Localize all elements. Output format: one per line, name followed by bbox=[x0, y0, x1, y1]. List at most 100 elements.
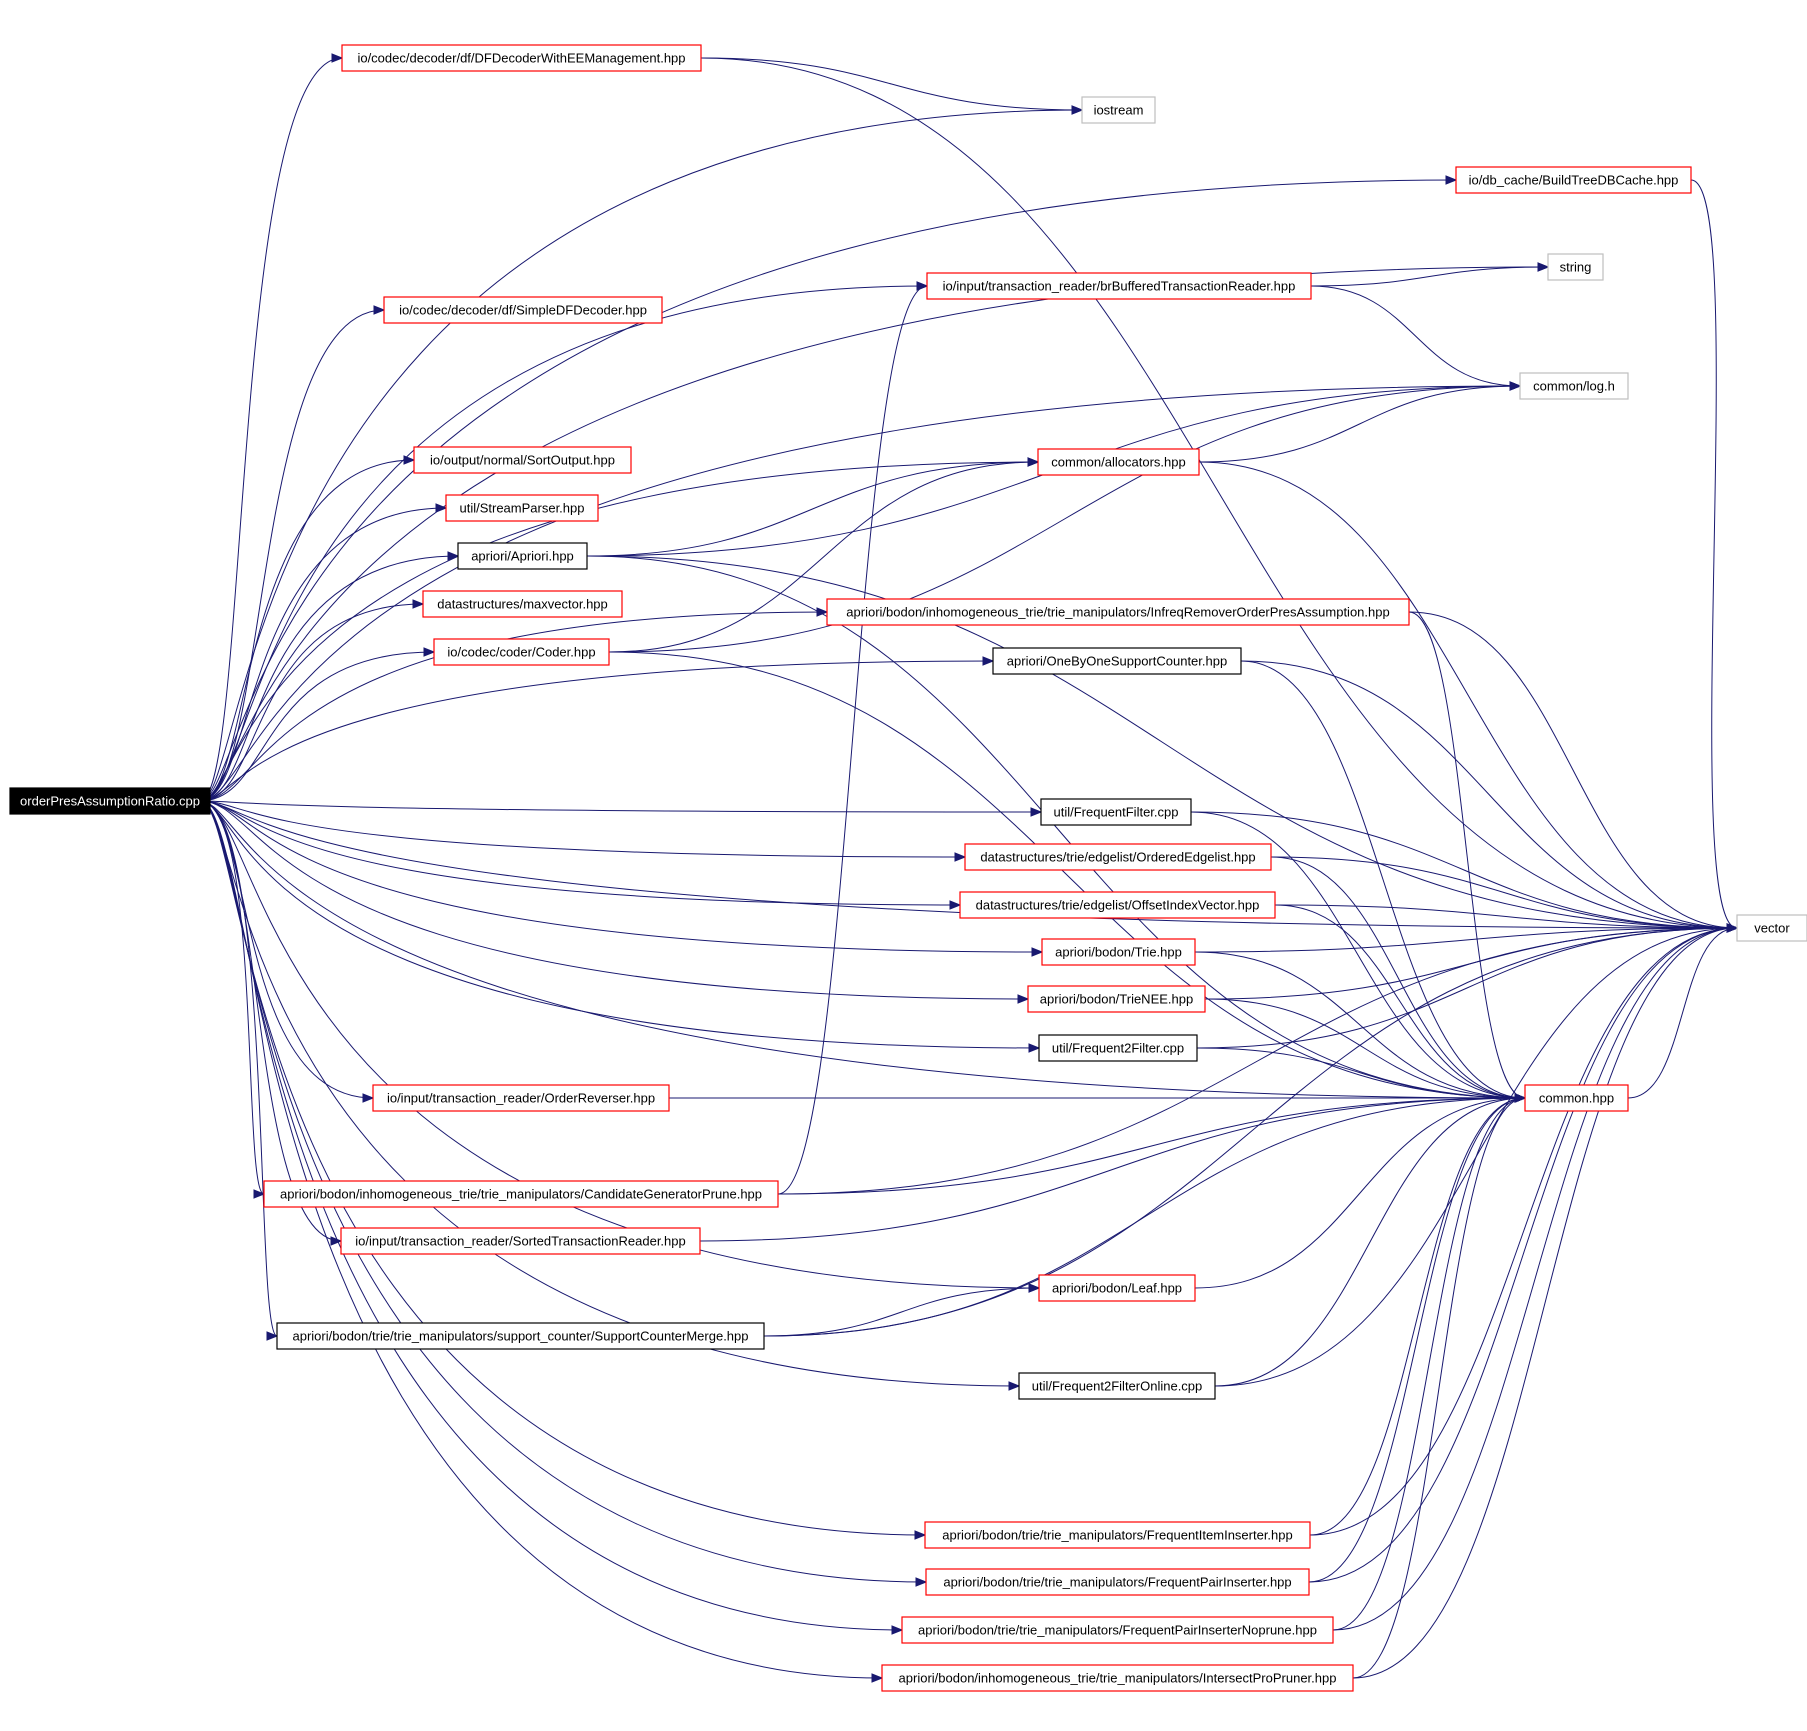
arrowhead bbox=[1445, 175, 1458, 185]
arrowhead bbox=[1028, 1283, 1041, 1293]
edge-fpi-to-common bbox=[1308, 1097, 1526, 1583]
node-box bbox=[964, 843, 1272, 871]
node-label: util/Frequent2FilterOnline.cpp bbox=[1032, 1379, 1203, 1394]
node-apriori[interactable]: apriori/Apriori.hpp bbox=[457, 542, 588, 570]
node-f2fo[interactable]: util/Frequent2FilterOnline.cpp bbox=[1018, 1372, 1216, 1400]
node-label: iostream bbox=[1094, 103, 1144, 118]
node-alloc[interactable]: common/allocators.hpp bbox=[1037, 448, 1200, 476]
node-box bbox=[383, 296, 663, 324]
node-fpin[interactable]: apriori/bodon/trie/trie_manipulators/Fre… bbox=[901, 1616, 1334, 1644]
edge-coder-to-alloc bbox=[608, 461, 1039, 653]
arrowhead bbox=[1514, 1093, 1527, 1103]
node-root[interactable]: orderPresAssumptionRatio.cpp bbox=[9, 787, 211, 815]
node-oiv[interactable]: datastructures/trie/edgelist/OffsetIndex… bbox=[959, 891, 1276, 919]
node-vector[interactable]: vector bbox=[1736, 914, 1807, 942]
node-box bbox=[1041, 938, 1196, 966]
edge-root-to-oel bbox=[199, 800, 966, 858]
node-oel[interactable]: datastructures/trie/edgelist/OrderedEdge… bbox=[964, 843, 1272, 871]
node-label: datastructures/trie/edgelist/OffsetIndex… bbox=[976, 898, 1260, 913]
edge-oel-to-common bbox=[1270, 856, 1526, 1099]
node-box bbox=[925, 1568, 1310, 1596]
node-dfdee[interactable]: io/codec/decoder/df/DFDecoderWithEEManag… bbox=[341, 44, 702, 72]
edge-root-to-common bbox=[199, 800, 1526, 1099]
node-trie[interactable]: apriori/bodon/Trie.hpp bbox=[1041, 938, 1196, 966]
node-obo[interactable]: apriori/OneByOneSupportCounter.hpp bbox=[992, 647, 1242, 675]
node-string[interactable]: string bbox=[1547, 253, 1604, 281]
node-coder[interactable]: io/codec/coder/Coder.hpp bbox=[433, 638, 610, 666]
node-box bbox=[992, 647, 1242, 675]
node-label: util/Frequent2Filter.cpp bbox=[1052, 1041, 1184, 1056]
node-leaf[interactable]: apriori/bodon/Leaf.hpp bbox=[1038, 1274, 1196, 1302]
node-box bbox=[1037, 448, 1200, 476]
arrowhead bbox=[362, 1093, 375, 1103]
edge-root-to-coder bbox=[199, 651, 435, 802]
arrowhead bbox=[871, 1673, 884, 1683]
node-cgp[interactable]: apriori/bodon/inhomogeneous_trie/trie_ma… bbox=[263, 1180, 779, 1208]
node-brbuf[interactable]: io/input/transaction_reader/brBufferedTr… bbox=[926, 272, 1312, 300]
nodes-layer: orderPresAssumptionRatio.cpp io/codec/dec… bbox=[9, 44, 1807, 1692]
node-sortout[interactable]: io/output/normal/SortOutput.hpp bbox=[413, 446, 632, 474]
edge-fpin-to-common bbox=[1332, 1097, 1526, 1631]
node-fii[interactable]: apriori/bodon/trie/trie_manipulators/Fre… bbox=[924, 1521, 1311, 1549]
edge-alloc-to-log bbox=[1198, 385, 1521, 463]
node-maxvec[interactable]: datastructures/maxvector.hpp bbox=[422, 590, 623, 618]
node-box bbox=[9, 787, 211, 815]
arrowhead bbox=[1028, 1043, 1041, 1053]
node-label: apriori/bodon/trie/trie_manipulators/Fre… bbox=[942, 1528, 1292, 1543]
arrowhead bbox=[915, 1577, 928, 1587]
arrowhead bbox=[1726, 923, 1739, 933]
node-fpi[interactable]: apriori/bodon/trie/trie_manipulators/Fre… bbox=[925, 1568, 1310, 1596]
edge-ff-to-vector bbox=[1190, 811, 1738, 929]
node-sdf[interactable]: io/codec/decoder/df/SimpleDFDecoder.hpp bbox=[383, 296, 663, 324]
node-f2f[interactable]: util/Frequent2Filter.cpp bbox=[1038, 1034, 1198, 1062]
edge-root-to-ff bbox=[199, 800, 1042, 813]
node-box bbox=[924, 1521, 1311, 1549]
node-trienee[interactable]: apriori/bodon/TrieNEE.hpp bbox=[1027, 985, 1206, 1013]
edge-root-to-alloc bbox=[199, 461, 1039, 802]
node-label: apriori/bodon/trie/trie_manipulators/Fre… bbox=[943, 1575, 1291, 1590]
arrowhead bbox=[373, 305, 386, 315]
node-common[interactable]: common.hpp bbox=[1524, 1084, 1629, 1112]
node-box bbox=[372, 1084, 670, 1112]
edge-scm-to-leaf bbox=[763, 1287, 1040, 1337]
node-box bbox=[881, 1664, 1354, 1692]
edge-root-to-leaf bbox=[199, 800, 1040, 1289]
node-scm[interactable]: apriori/bodon/trie/trie_manipulators/sup… bbox=[276, 1322, 765, 1350]
arrowhead bbox=[1008, 1381, 1021, 1391]
node-label: io/input/transaction_reader/brBufferedTr… bbox=[943, 279, 1296, 294]
node-iostream[interactable]: iostream bbox=[1081, 96, 1156, 124]
node-streamp[interactable]: util/StreamParser.hpp bbox=[445, 494, 599, 522]
node-box bbox=[422, 590, 623, 618]
edge-apriori-to-vector bbox=[586, 555, 1738, 929]
node-box bbox=[340, 1227, 701, 1255]
edge-ipp-to-common bbox=[1352, 1097, 1526, 1679]
arrowhead bbox=[1031, 947, 1044, 957]
node-infreq[interactable]: apriori/bodon/inhomogeneous_trie/trie_ma… bbox=[826, 598, 1410, 626]
node-box bbox=[1081, 96, 1156, 124]
node-box bbox=[445, 494, 599, 522]
node-box bbox=[1040, 798, 1192, 826]
node-btdb[interactable]: io/db_cache/BuildTreeDBCache.hpp bbox=[1455, 166, 1692, 194]
edge-cgp-to-common bbox=[777, 1097, 1526, 1195]
node-label: io/codec/coder/Coder.hpp bbox=[447, 645, 595, 660]
node-label: apriori/bodon/inhomogeneous_trie/trie_ma… bbox=[899, 1671, 1337, 1686]
edge-infreq-to-common bbox=[1408, 611, 1526, 1099]
edge-coder-to-common bbox=[608, 651, 1526, 1099]
arrowhead bbox=[412, 599, 425, 609]
node-box bbox=[926, 272, 1312, 300]
node-label: common/log.h bbox=[1533, 379, 1615, 394]
node-box bbox=[341, 44, 702, 72]
edge-f2f-to-common bbox=[1196, 1047, 1526, 1099]
node-orev[interactable]: io/input/transaction_reader/OrderReverse… bbox=[372, 1084, 670, 1112]
node-log[interactable]: common/log.h bbox=[1519, 372, 1629, 400]
arrowhead bbox=[1537, 262, 1550, 272]
edge-oiv-to-common bbox=[1274, 904, 1526, 1099]
node-str[interactable]: io/input/transaction_reader/SortedTransa… bbox=[340, 1227, 701, 1255]
edge-f2fo-to-common bbox=[1214, 1097, 1526, 1387]
edge-root-to-log bbox=[199, 385, 1521, 802]
node-ff[interactable]: util/FrequentFilter.cpp bbox=[1040, 798, 1192, 826]
edge-root-to-string bbox=[199, 266, 1549, 802]
node-ipp[interactable]: apriori/bodon/inhomogeneous_trie/trie_ma… bbox=[881, 1664, 1354, 1692]
node-label: io/output/normal/SortOutput.hpp bbox=[430, 453, 615, 468]
